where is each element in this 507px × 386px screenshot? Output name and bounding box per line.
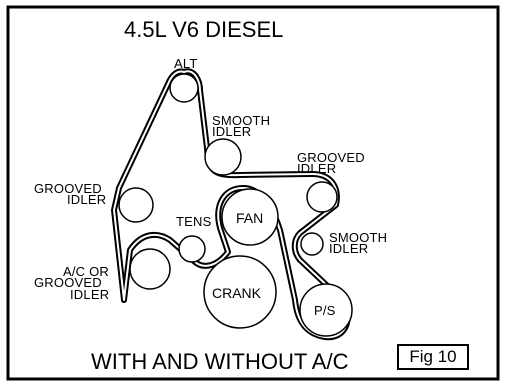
crank-label: CRANK (212, 285, 262, 301)
fan-pulley (221, 188, 279, 246)
diagram-caption: WITH AND WITHOUT A/C (91, 349, 349, 374)
drive-belt (111, 68, 351, 341)
smooth-idler-right-label-1: SMOOTH (329, 230, 388, 245)
fan-label: FAN (236, 210, 264, 226)
ps-label: P/S (314, 303, 336, 318)
ac-idler-label-3: IDLER (70, 287, 110, 302)
smooth-idler-right-label-2: IDLER (329, 241, 369, 256)
smooth-idler-top-label-2: IDLER (212, 124, 252, 139)
ac-idler-label-1: A/C OR (63, 264, 109, 279)
grooved-idler-left-pulley (118, 187, 154, 223)
grooved-idler-right-label-2: IDLER (297, 161, 337, 176)
smooth-idler-top-label-1: SMOOTH (212, 113, 271, 128)
tensioner-pulley (178, 235, 206, 263)
alt-label: ALT (174, 56, 198, 71)
grooved-idler-left-label-2: IDLER (67, 192, 107, 207)
diagram-title: 4.5L V6 DIESEL (124, 17, 284, 42)
ac-idler-pulley (129, 248, 171, 290)
figure-number-box: Fig 10 (397, 344, 469, 370)
tensioner-label: TENS (176, 214, 212, 229)
alternator-pulley (169, 73, 199, 103)
diagram-frame (6, 5, 500, 381)
power-steering-pulley (299, 283, 353, 337)
grooved-idler-left-label-1: GROOVED (34, 181, 102, 196)
ac-idler-label-2: GROOVED (34, 275, 102, 290)
grooved-idler-right-pulley (306, 181, 338, 213)
crank-pulley (203, 255, 277, 329)
smooth-idler-top-pulley (204, 138, 242, 176)
smooth-idler-right-pulley (300, 232, 324, 256)
grooved-idler-right-label-1: GROOVED (297, 150, 365, 165)
